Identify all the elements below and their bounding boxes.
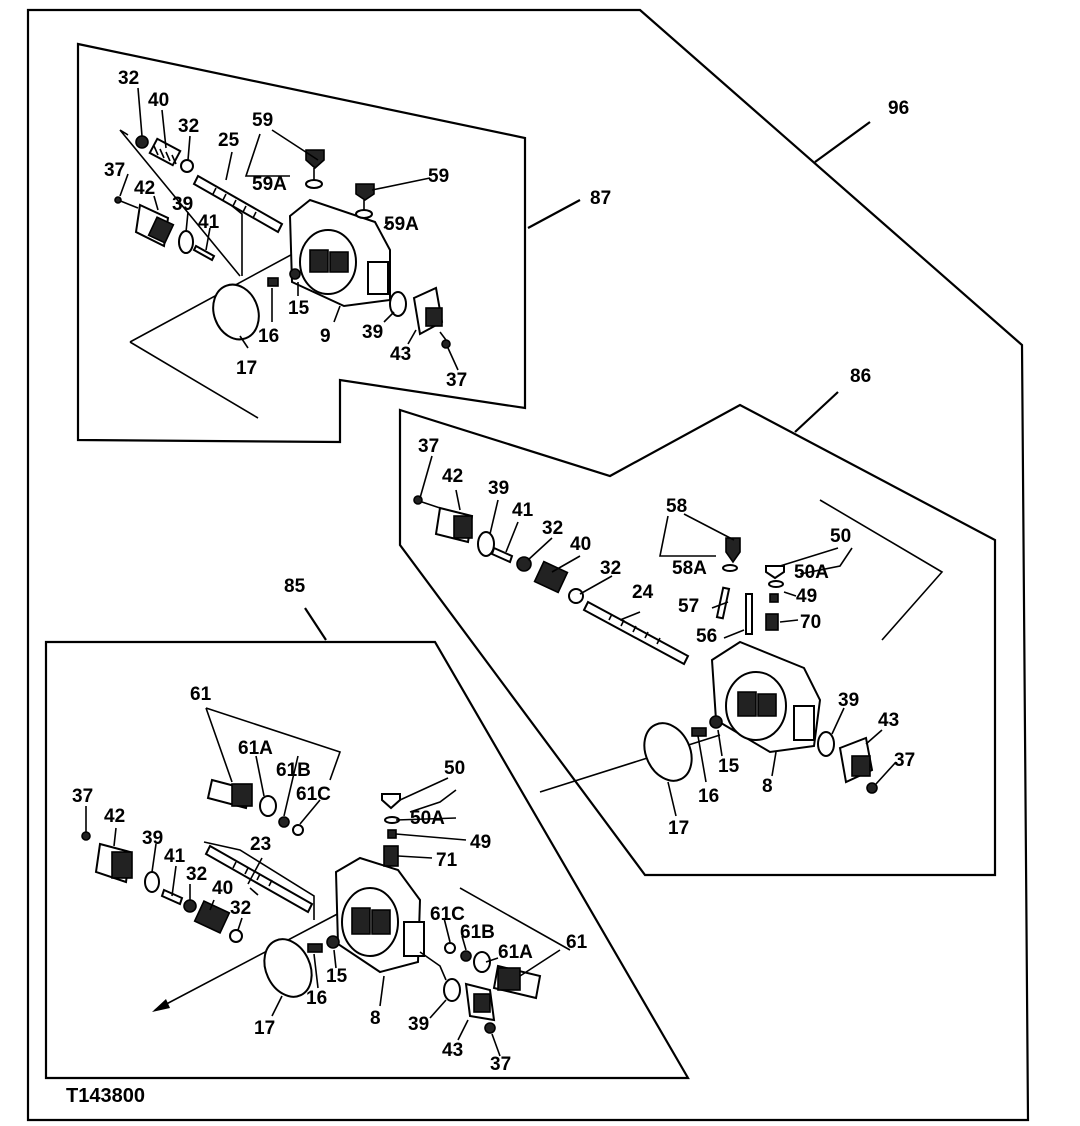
label-85-15: 15 xyxy=(326,966,348,987)
label-85-37a: 37 xyxy=(72,786,93,807)
label-86-40: 40 xyxy=(570,534,591,555)
label-86-49: 49 xyxy=(796,586,817,607)
label-87-16: 16 xyxy=(258,326,279,347)
label-87-25: 25 xyxy=(218,130,240,151)
label-85-61Cb: 61C xyxy=(430,904,465,925)
label-85-23: 23 xyxy=(250,834,271,855)
label-85-61Ba: 61B xyxy=(276,760,311,781)
label-85-37b: 37 xyxy=(490,1054,511,1075)
label-87-37b: 37 xyxy=(446,370,467,391)
label-86-58A: 58A xyxy=(672,558,707,579)
label-86-70: 70 xyxy=(800,612,821,633)
label-85-50A: 50A xyxy=(410,808,445,829)
label-85-61b: 61 xyxy=(566,932,588,953)
label-87-32a: 32 xyxy=(118,68,139,89)
label-87-9: 9 xyxy=(320,326,331,347)
label-85-61Bb: 61B xyxy=(460,922,495,943)
figure-id: T143800 xyxy=(66,1085,145,1107)
label-85-39b: 39 xyxy=(408,1014,429,1035)
label-86-15: 15 xyxy=(718,756,740,777)
section-85-arrowhead xyxy=(152,999,170,1012)
label-86-17: 17 xyxy=(668,818,689,839)
label-87-42: 42 xyxy=(134,178,155,199)
section-85-parts xyxy=(81,778,542,1034)
label-85-40: 40 xyxy=(212,878,233,899)
label-86: 86 xyxy=(850,366,871,387)
group-96-outline xyxy=(26,8,1030,1122)
label-85-32a: 32 xyxy=(186,864,207,885)
section-85-axis xyxy=(154,909,346,1011)
label-86-58: 58 xyxy=(666,496,687,517)
label-85-17: 17 xyxy=(254,1018,275,1039)
label-85-39a: 39 xyxy=(142,828,163,849)
label-87-59Aa: 59A xyxy=(252,174,287,195)
label-86-39b: 39 xyxy=(838,690,859,711)
label-85: 85 xyxy=(284,576,306,597)
label-86-8: 8 xyxy=(762,776,773,797)
label-87-32b: 32 xyxy=(178,116,199,137)
label-85-61Ca: 61C xyxy=(296,784,331,805)
label-85-71: 71 xyxy=(436,850,458,871)
label-86-56: 56 xyxy=(696,626,717,647)
label-86-37b: 37 xyxy=(894,750,915,771)
label-86-32a: 32 xyxy=(542,518,563,539)
label-85-16: 16 xyxy=(306,988,327,1009)
label-86-16: 16 xyxy=(698,786,719,807)
label-86-57: 57 xyxy=(678,596,699,617)
label-96: 96 xyxy=(888,98,909,119)
section-85-outline xyxy=(44,640,690,1080)
leader-lines xyxy=(85,87,897,1057)
label-87-37a: 37 xyxy=(104,160,125,181)
label-87-59Ab: 59A xyxy=(384,214,419,235)
label-87-15: 15 xyxy=(288,298,310,319)
label-85-49: 49 xyxy=(470,832,491,853)
label-85-61Aa: 61A xyxy=(238,738,273,759)
label-87: 87 xyxy=(590,188,611,209)
label-87-59b: 59 xyxy=(428,166,449,187)
label-87-40: 40 xyxy=(148,90,169,111)
label-85-8: 8 xyxy=(370,1008,381,1029)
label-86-24: 24 xyxy=(632,582,654,603)
label-87-39a: 39 xyxy=(172,194,193,215)
label-87-43: 43 xyxy=(390,344,411,365)
section-86-outline xyxy=(398,403,997,877)
label-86-39a: 39 xyxy=(488,478,509,499)
label-87-39b: 39 xyxy=(362,322,383,343)
label-87-17: 17 xyxy=(236,358,257,379)
section-86-parts xyxy=(413,495,878,794)
label-85-61a: 61 xyxy=(190,684,212,705)
label-86-37a: 37 xyxy=(418,436,439,457)
label-85-43: 43 xyxy=(442,1040,463,1061)
label-85-50: 50 xyxy=(444,758,465,779)
label-87-59a: 59 xyxy=(252,110,273,131)
label-86-32b: 32 xyxy=(600,558,621,579)
label-86-41: 41 xyxy=(512,500,534,521)
label-86-42: 42 xyxy=(442,466,463,487)
label-85-32b: 32 xyxy=(230,898,251,919)
label-86-50A: 50A xyxy=(794,562,829,583)
label-87-41: 41 xyxy=(198,212,220,233)
label-85-41: 41 xyxy=(164,846,186,867)
section-leaders xyxy=(304,121,871,641)
label-85-61Ab: 61A xyxy=(498,942,533,963)
section-87-outline xyxy=(76,42,527,444)
label-85-42: 42 xyxy=(104,806,125,827)
section-86-axis xyxy=(539,499,944,793)
section-87-parts xyxy=(114,129,451,349)
label-86-43: 43 xyxy=(878,710,899,731)
label-86-50: 50 xyxy=(830,526,851,547)
